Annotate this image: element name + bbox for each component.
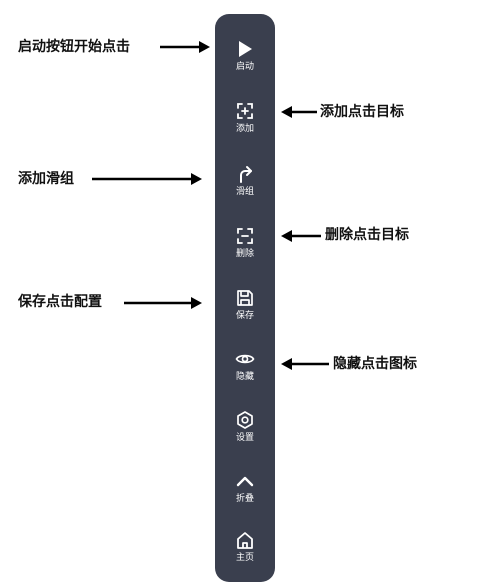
add-label: 添加 [235, 124, 254, 134]
play-icon [235, 39, 255, 59]
swipe-arrow-icon [235, 164, 255, 184]
arrow-to-save [124, 297, 202, 309]
arrow-to-start [160, 41, 210, 53]
collapse-button[interactable]: 折叠 [215, 471, 275, 515]
chevron-up-icon [235, 471, 255, 491]
eye-icon [235, 349, 255, 369]
delete-target-button[interactable]: 删除 [215, 226, 275, 270]
save-icon [235, 288, 255, 308]
floating-toolbar: 启动 添加 滑组 删除 [215, 14, 275, 582]
annotation-start: 启动按钮开始点击 [18, 39, 130, 55]
home-label: 主页 [235, 553, 254, 563]
annotation-add-swipe: 添加滑组 [18, 171, 74, 187]
arrow-to-hide [281, 358, 329, 370]
settings-button[interactable]: 设置 [215, 410, 275, 454]
settings-label: 设置 [235, 433, 254, 443]
home-button[interactable]: 主页 [215, 530, 275, 574]
add-target-icon [235, 101, 255, 121]
start-button[interactable]: 启动 [215, 39, 275, 83]
delete-label: 删除 [235, 249, 254, 259]
add-swipe-button[interactable]: 滑组 [215, 164, 275, 208]
collapse-label: 折叠 [235, 494, 254, 504]
arrow-to-add-target [281, 106, 317, 118]
remove-target-icon [235, 226, 255, 246]
start-label: 启动 [235, 62, 254, 72]
annotation-hide-icon: 隐藏点击图标 [333, 356, 417, 372]
hide-label: 隐藏 [235, 372, 254, 382]
hide-button[interactable]: 隐藏 [215, 349, 275, 393]
annotation-save-config: 保存点击配置 [18, 294, 102, 310]
arrow-to-swipe [92, 173, 202, 185]
gear-icon [235, 410, 255, 430]
swipe-label: 滑组 [235, 187, 254, 197]
arrow-to-delete-target [281, 230, 321, 242]
save-label: 保存 [235, 311, 254, 321]
annotation-delete-target: 删除点击目标 [325, 227, 409, 243]
add-target-button[interactable]: 添加 [215, 101, 275, 145]
home-icon [235, 530, 255, 550]
save-button[interactable]: 保存 [215, 288, 275, 332]
annotation-add-target: 添加点击目标 [320, 104, 404, 120]
